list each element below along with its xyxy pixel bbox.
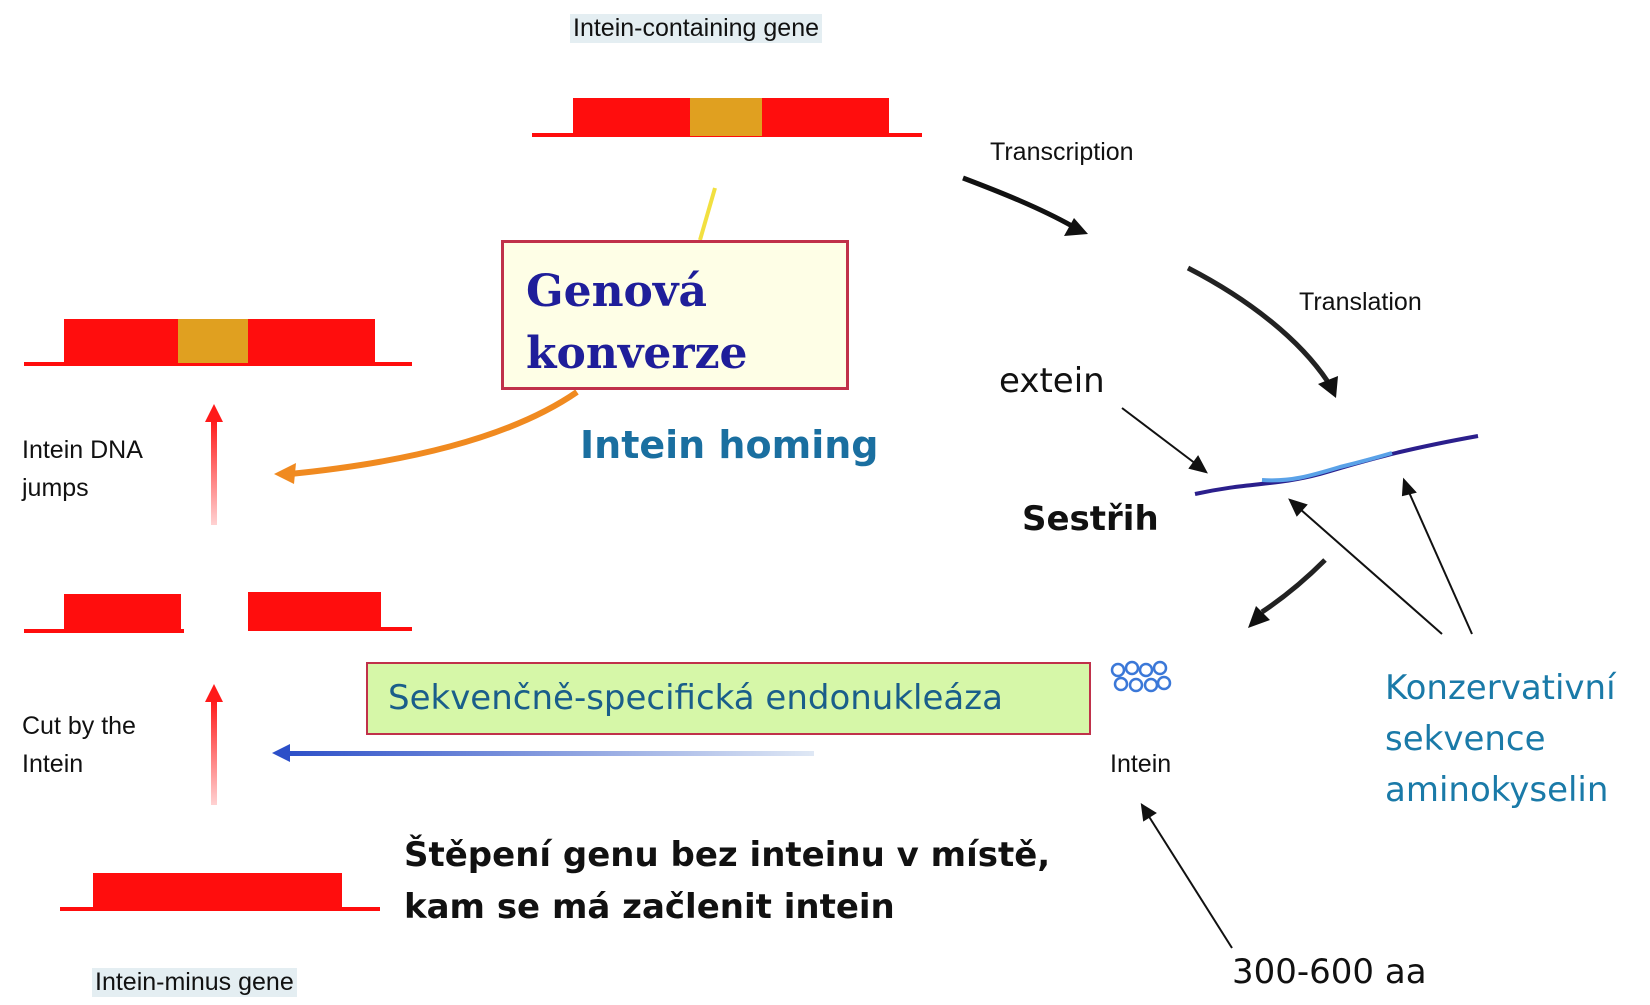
pointer-lines: [1121, 407, 1473, 949]
sestrih-label: Sestřih: [1022, 499, 1159, 539]
splicing-arrow: [1248, 558, 1327, 628]
intein-dna-jumps-line2: jumps: [22, 474, 89, 502]
yellow-connector-line: [698, 187, 717, 241]
transcription-arrow: [962, 175, 1088, 236]
length-label: 300-600 aa: [1232, 952, 1427, 992]
intein-containing-gene-graphic: [532, 98, 922, 137]
konzervativni-line1: Konzervativní: [1385, 668, 1616, 708]
genova-line2: konverze: [526, 328, 748, 379]
konzervativni-sekvence-label: Konzervativní sekvence aminokyselin: [1385, 663, 1650, 816]
genova-konverze-box: Genová konverze: [501, 240, 849, 390]
genova-line1: Genová: [526, 266, 707, 317]
konzervativni-line2: sekvence: [1385, 719, 1546, 759]
extein-label: extein: [999, 361, 1105, 401]
transcription-label: Transcription: [990, 138, 1134, 166]
endonuclease-box: Sekvenčně-specifická endonukleáza: [366, 662, 1091, 735]
translation-label: Translation: [1299, 288, 1422, 316]
up-arrow-top: [205, 404, 223, 525]
intein-minus-gene-label: Intein-minus gene: [92, 968, 297, 997]
folded-intein-glyph: [1110, 660, 1172, 693]
konzervativni-line3: aminokyselin: [1385, 770, 1609, 810]
homed-gene-graphic: [24, 319, 412, 366]
intein-dna-jumps-line1: Intein DNA: [22, 436, 143, 464]
intein-minus-gene-graphic: [60, 873, 380, 911]
intein-label: Intein: [1110, 750, 1172, 778]
intein-homing-label: Intein homing: [580, 423, 879, 467]
stepeni-line2: kam se má začlenit intein: [404, 887, 895, 927]
homing-arrow: [274, 389, 579, 484]
up-arrow-bottom: [205, 684, 223, 805]
cut-by-line1: Cut by the: [22, 712, 136, 740]
translation-arrow: [1186, 265, 1338, 398]
cut-by-line2: Intein: [22, 750, 84, 778]
stepeni-line1: Štěpení genu bez inteinu v místě,: [404, 835, 1051, 875]
intein-dna-jumps-label: Intein DNA jumps: [22, 431, 143, 507]
stepeni-text: Štěpení genu bez inteinu v místě, kam se…: [404, 829, 1050, 933]
intein-containing-gene-label: Intein-containing gene: [570, 14, 823, 43]
endonuclease-arrow: [272, 744, 814, 762]
protein-chain: [1194, 434, 1479, 496]
cut-by-intein-label: Cut by the Intein: [22, 707, 136, 783]
intein-segment: [1261, 451, 1393, 483]
cut-gene-graphic: [24, 592, 412, 633]
